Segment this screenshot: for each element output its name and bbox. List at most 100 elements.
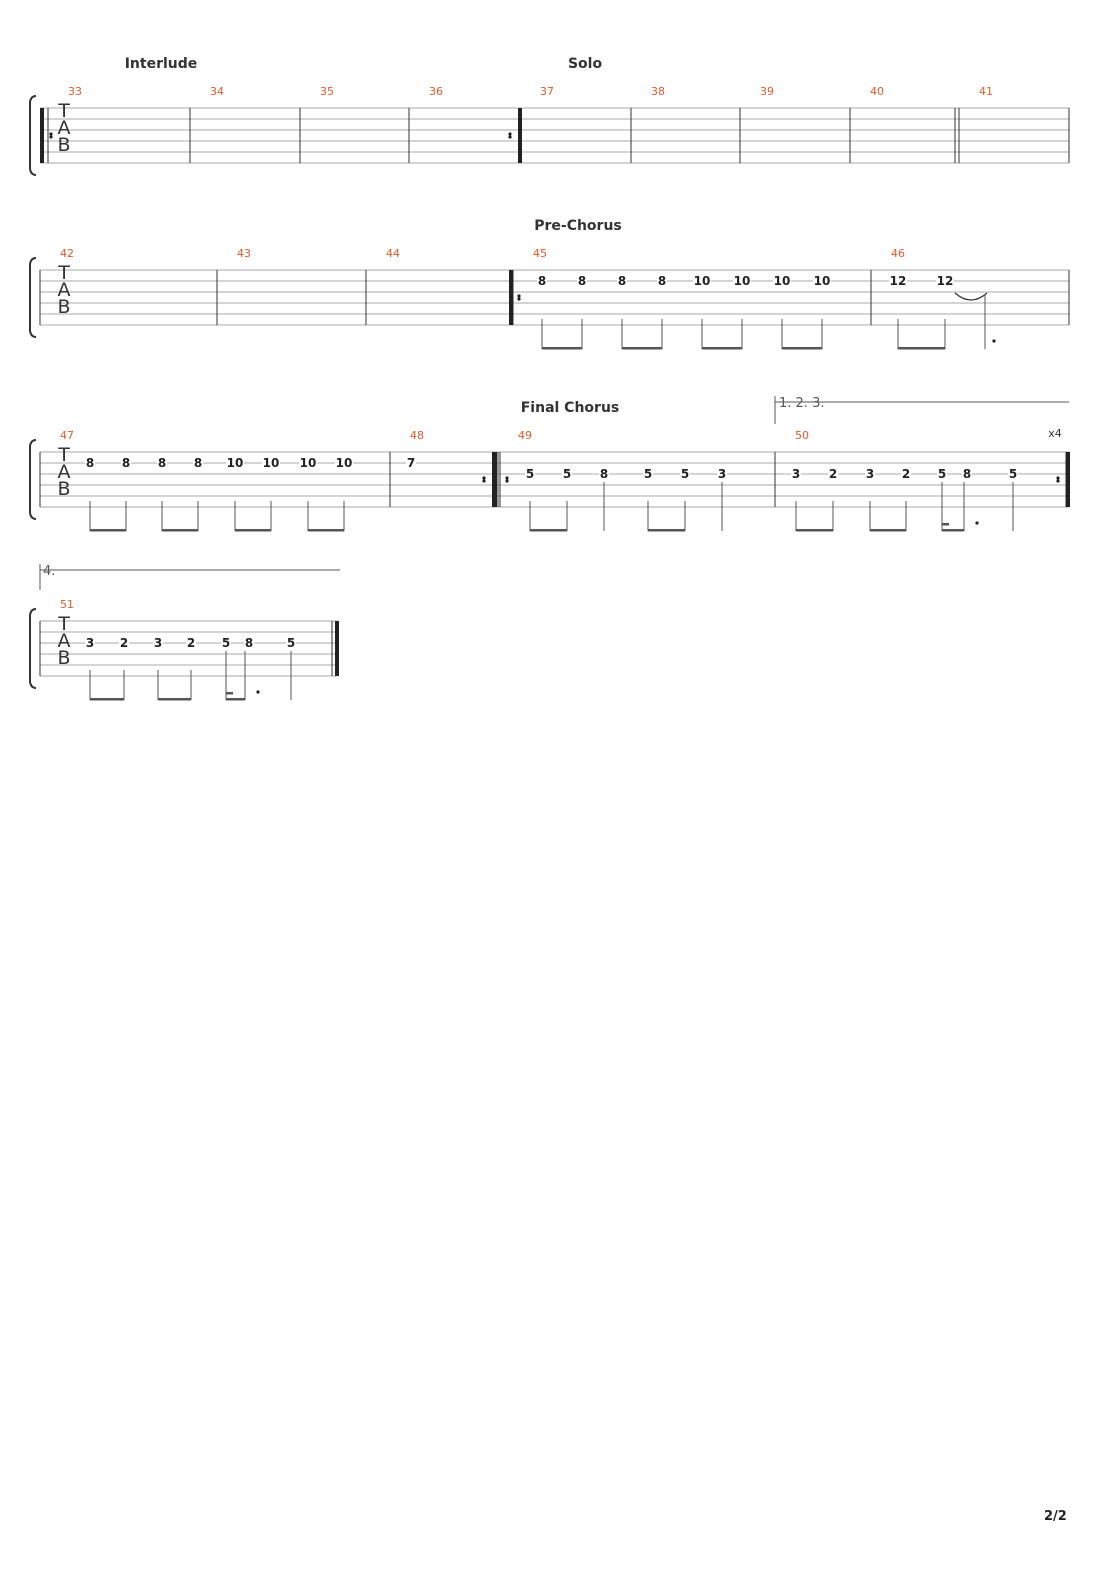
note-beam-partial [942, 523, 949, 526]
final-bar-thick [335, 621, 339, 676]
tab-clef-a: A [58, 279, 71, 301]
note-beam [226, 698, 245, 701]
measure-number: 38 [651, 85, 665, 98]
fret-mask [889, 275, 907, 287]
fret-number: 10 [734, 274, 751, 288]
repeat-bar [492, 452, 497, 507]
tab-clef-a: A [58, 461, 71, 483]
note-beam [898, 347, 945, 350]
repeat-dots [508, 135, 512, 139]
fret-number: 5 [1009, 467, 1017, 481]
measure-number: 45 [533, 247, 547, 260]
fret-number: 2 [187, 636, 195, 650]
fret-number: 2 [829, 467, 837, 481]
note-beam [622, 347, 662, 350]
repeat-count: x4 [1048, 427, 1062, 440]
tab-clef-t: T [57, 613, 70, 635]
repeat-end-bar [1066, 452, 1070, 507]
measure-number: 37 [540, 85, 554, 98]
fret-mask [85, 637, 95, 649]
fret-number: 5 [938, 467, 946, 481]
tab-clef-t: T [57, 100, 70, 122]
note-beam-partial [226, 692, 233, 695]
fret-number: 8 [578, 274, 586, 288]
measure-number: 49 [518, 429, 532, 442]
fret-mask [221, 637, 231, 649]
page-number: 2/2 [1044, 1509, 1067, 1524]
fret-number: 10 [300, 456, 317, 470]
fret-mask [791, 468, 801, 480]
fret-number: 3 [86, 636, 94, 650]
fret-mask [813, 275, 831, 287]
note-beam [648, 529, 685, 532]
fret-number: 3 [154, 636, 162, 650]
fret-number: 8 [86, 456, 94, 470]
tab-clef-b: B [57, 647, 70, 669]
tab-clef-b: B [57, 478, 70, 500]
fret-number: 8 [963, 467, 971, 481]
fret-number: 5 [563, 467, 571, 481]
fret-number: 10 [814, 274, 831, 288]
fret-mask [937, 468, 947, 480]
fret-number: 5 [644, 467, 652, 481]
fret-mask [153, 637, 163, 649]
fret-number: 12 [937, 274, 954, 288]
note-beam [542, 347, 582, 350]
note-beam [90, 698, 124, 701]
note-beam [235, 529, 271, 532]
fret-number: 5 [222, 636, 230, 650]
note-beam [158, 698, 191, 701]
fret-mask [186, 637, 196, 649]
dotted-note-dot [256, 690, 260, 694]
measure-number: 40 [870, 85, 884, 98]
repeat-dots [505, 476, 509, 480]
tab-clef-a: A [58, 630, 71, 652]
note-beam [782, 347, 822, 350]
measure-number: 36 [429, 85, 443, 98]
repeat-dots [482, 479, 486, 483]
fret-mask [226, 457, 244, 469]
system-brace [29, 257, 37, 338]
volta-label: 4. [43, 564, 55, 579]
fret-mask [901, 468, 911, 480]
dotted-note-dot [992, 339, 996, 343]
measure-number: 41 [979, 85, 993, 98]
system-brace [29, 439, 37, 520]
fret-number: 10 [774, 274, 791, 288]
fret-mask [936, 275, 954, 287]
fret-mask [85, 457, 95, 469]
fret-mask [717, 468, 727, 480]
dotted-note-dot [975, 521, 979, 525]
fret-mask [119, 637, 129, 649]
measure-number: 46 [891, 247, 905, 260]
fret-mask [962, 468, 972, 480]
fret-number: 10 [263, 456, 280, 470]
fret-number: 8 [245, 636, 253, 650]
section-label: Final Chorus [521, 400, 620, 416]
fret-number: 2 [902, 467, 910, 481]
system-brace [29, 608, 37, 689]
repeat-start-bar [40, 108, 44, 163]
measure-number: 50 [795, 429, 809, 442]
fret-number: 8 [600, 467, 608, 481]
fret-number: 8 [194, 456, 202, 470]
fret-number: 8 [158, 456, 166, 470]
fret-number: 8 [538, 274, 546, 288]
fret-number: 10 [336, 456, 353, 470]
fret-mask [157, 457, 167, 469]
repeat-dots [517, 297, 521, 301]
tab-clef-t: T [57, 262, 70, 284]
fret-mask [733, 275, 751, 287]
measure-number: 35 [320, 85, 334, 98]
section-label: Solo [568, 56, 603, 72]
measure-number: 47 [60, 429, 74, 442]
fret-mask [193, 457, 203, 469]
fret-mask [244, 637, 254, 649]
section-label: Interlude [125, 56, 198, 72]
system-brace [29, 95, 37, 176]
fret-mask [1008, 468, 1018, 480]
fret-number: 10 [694, 274, 711, 288]
